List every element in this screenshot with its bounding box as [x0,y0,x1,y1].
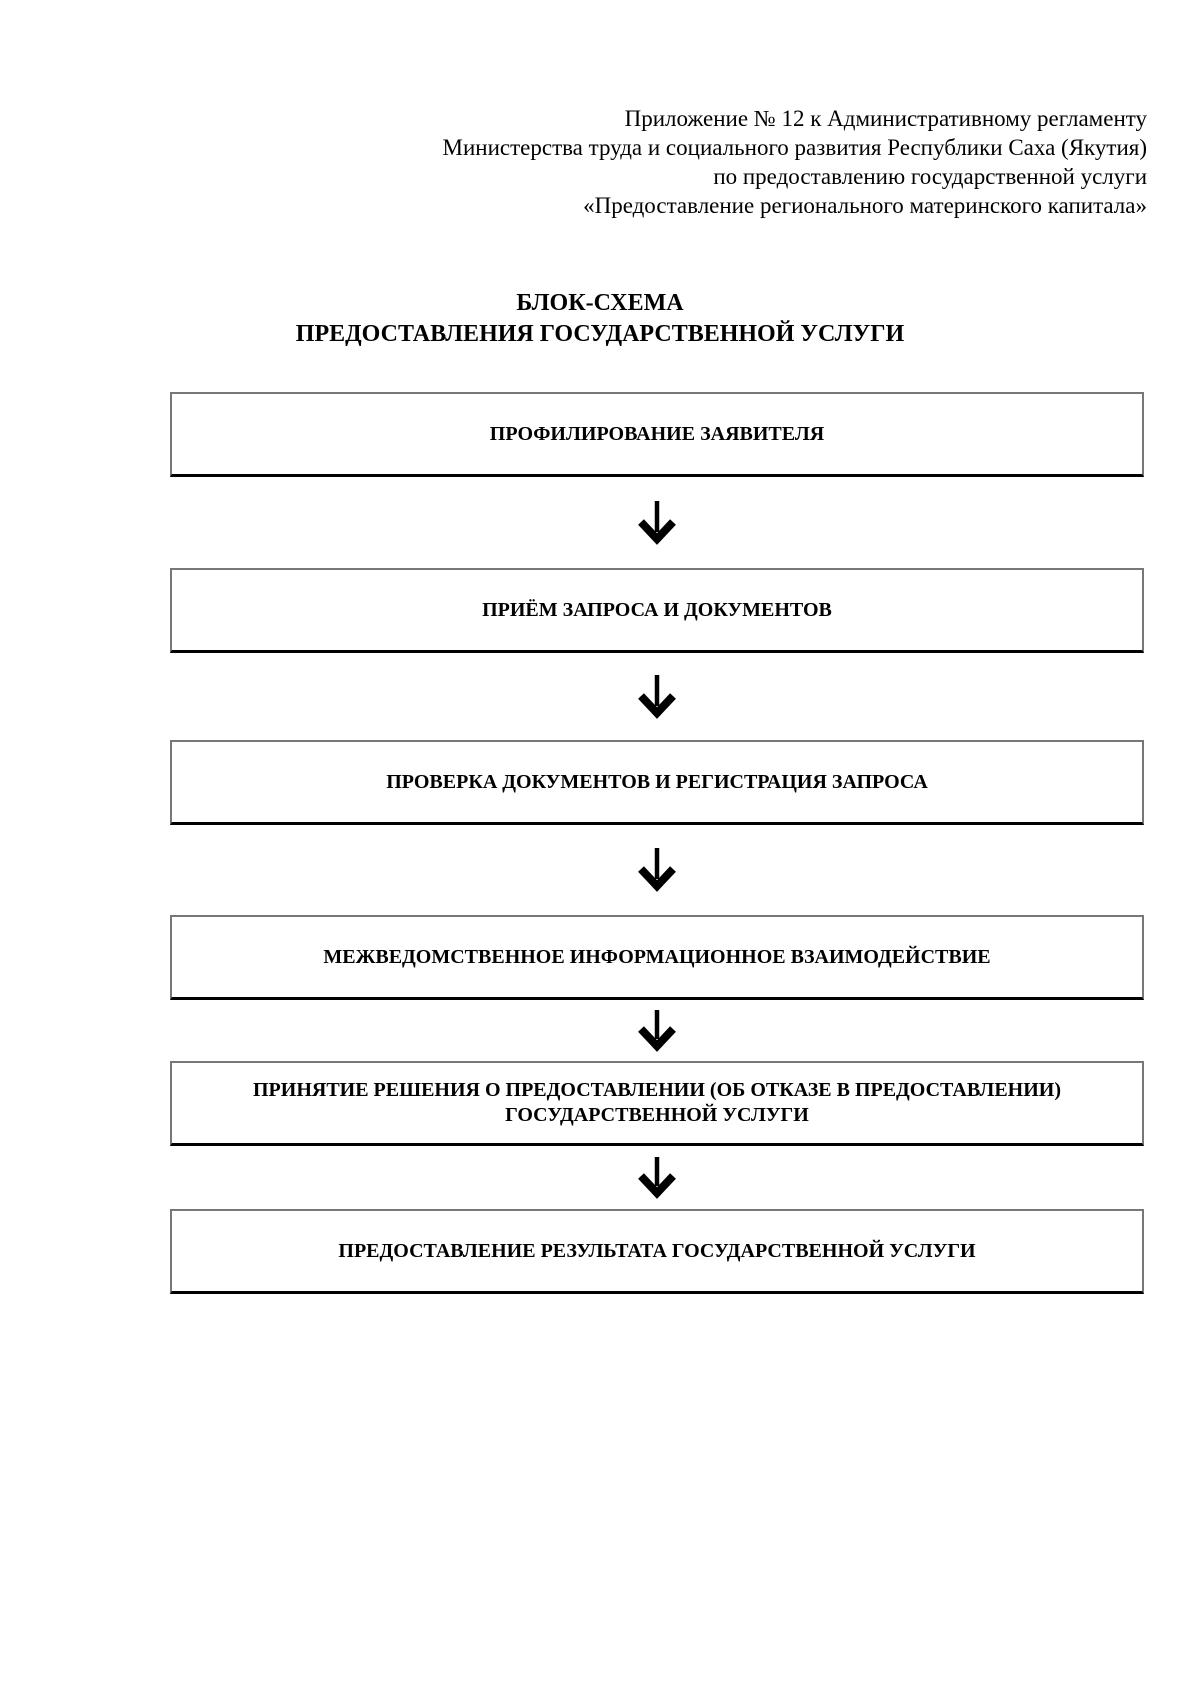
flow-connector [170,1146,1144,1209]
page-title-line: ПРЕДОСТАВЛЕНИЯ ГОСУДАРСТВЕННОЙ УСЛУГИ [295,321,905,347]
step-box-profiling: ПРОФИЛИРОВАНИЕ ЗАЯВИТЕЛЯ [170,392,1144,477]
step-box-reception: ПРИЁМ ЗАПРОСА И ДОКУМЕНТОВ [170,568,1144,653]
step-box-verification: ПРОВЕРКА ДОКУМЕНТОВ И РЕГИСТРАЦИЯ ЗАПРОС… [170,740,1144,825]
down-arrow-icon [638,500,676,545]
page-title: БЛОК-СХЕМА ПРЕДОСТАВЛЕНИЯ ГОСУДАРСТВЕННО… [0,288,1200,350]
annotation-line: по предоставлению государственной услуги [713,164,1147,189]
flow-connector [170,825,1144,915]
page-title-line: БЛОК-СХЕМА [516,290,684,316]
appendix-annotation: Приложение № 12 к Административному регл… [443,104,1147,220]
step-box-result: ПРЕДОСТАВЛЕНИЕ РЕЗУЛЬТАТА ГОСУДАРСТВЕННО… [170,1209,1144,1294]
down-arrow-icon [638,674,676,719]
flow-connector [170,653,1144,740]
annotation-line: «Предоставление регионального материнско… [583,193,1147,218]
step-box-decision: ПРИНЯТИЕ РЕШЕНИЯ О ПРЕДОСТАВЛЕНИИ (ОБ ОТ… [170,1061,1144,1146]
annotation-line: Приложение № 12 к Административному регл… [624,106,1147,131]
down-arrow-icon [638,848,676,892]
flow-connector [170,477,1144,568]
flow-connector [170,1000,1144,1061]
annotation-line: Министерства труда и социального развити… [442,135,1147,160]
down-arrow-icon [638,1009,676,1052]
step-box-interagency: МЕЖВЕДОМСТВЕННОЕ ИНФОРМАЦИОННОЕ ВЗАИМОДЕ… [170,915,1144,1000]
down-arrow-icon [638,1156,676,1199]
flowchart: ПРОФИЛИРОВАНИЕ ЗАЯВИТЕЛЯ ПРИЁМ ЗАПРОСА И… [170,392,1144,1294]
